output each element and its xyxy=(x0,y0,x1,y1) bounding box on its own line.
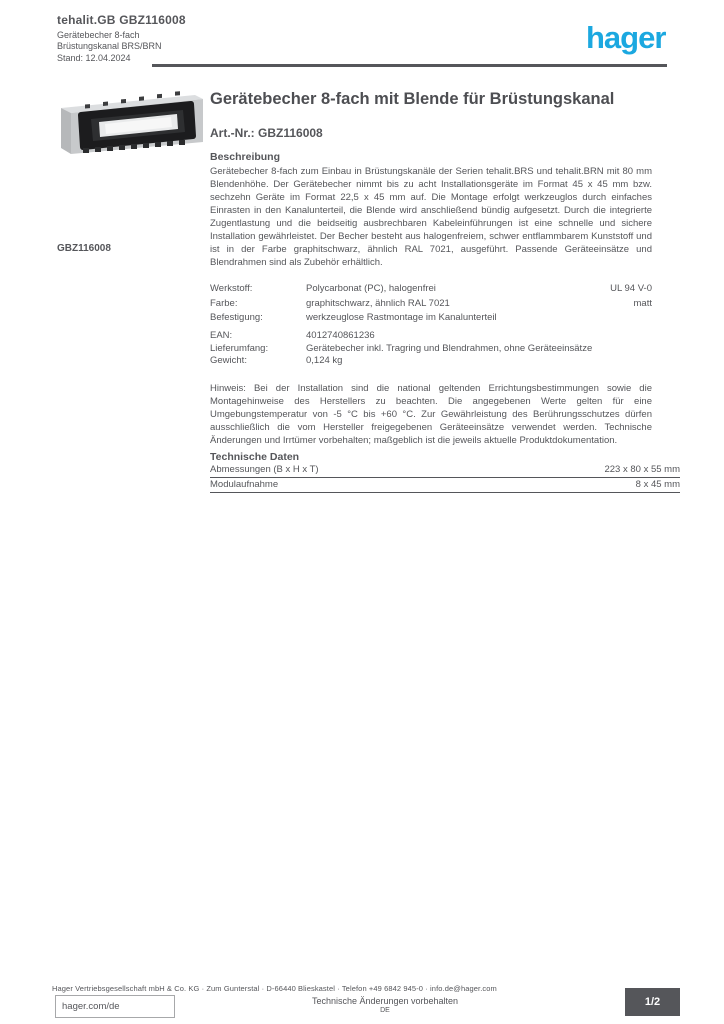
header-product-family: Gerätebecher 8-fach xyxy=(57,30,140,40)
table-row: Lieferumfang: Gerätebecher inkl. Tragrin… xyxy=(210,343,652,355)
tech-value: 223 x 80 x 55 mm xyxy=(604,464,680,475)
product-article-number: Art.-Nr.: GBZ116008 xyxy=(210,126,323,140)
hager-logo: hager xyxy=(586,20,666,55)
image-article-ref: GBZ116008 xyxy=(57,243,111,254)
detail-value: 4012740861236 xyxy=(306,330,375,341)
header-product-range: Brüstungskanal BRS/BRN xyxy=(57,41,162,51)
note-paragraph: Hinweis: Bei der Installation sind die n… xyxy=(210,383,652,446)
page-number-badge: 1/2 xyxy=(625,988,680,1016)
product-title: Gerätebecher 8-fach mit Blende für Brüst… xyxy=(210,90,615,108)
detail-label: Lieferumfang: xyxy=(210,342,269,354)
tech-label: Abmessungen (B x H x T) xyxy=(210,464,319,475)
description-paragraph: Gerätebecher 8-fach zum Einbau in Brüstu… xyxy=(210,166,652,268)
table-row: Befestigung: werkzeuglose Rastmontage im… xyxy=(210,311,652,326)
tech-label: Modulaufnahme xyxy=(210,479,279,490)
tech-heading: Technische Daten xyxy=(210,451,300,463)
attr-value: werkzeuglose Rastmontage im Kanalunterte… xyxy=(306,312,497,323)
detail-value: Gerätebecher inkl. Tragring und Blendrah… xyxy=(306,342,593,354)
attr-label: Farbe: xyxy=(210,297,238,309)
header-rule xyxy=(152,64,667,67)
attribute-table: Werkstoff: Polycarbonat (PC), halogenfre… xyxy=(210,282,652,326)
footer-language: DE xyxy=(380,1007,390,1014)
footer-website-link[interactable]: hager.com/de xyxy=(55,995,175,1018)
header-article-ref: tehalit.GB GBZ116008 xyxy=(57,13,186,27)
table-row: Werkstoff: Polycarbonat (PC), halogenfre… xyxy=(210,282,652,297)
attr-label: Werkstoff: xyxy=(210,283,253,294)
product-photo xyxy=(57,88,205,160)
detail-table: EAN: 4012740861236 Lieferumfang: Geräteb… xyxy=(210,330,652,368)
table-row: Farbe: graphitschwarz, ähnlich RAL 7021 … xyxy=(210,297,652,312)
attr-extra: UL 94 V-0 xyxy=(610,283,652,294)
description-heading: Beschreibung xyxy=(210,151,281,163)
table-row: Modulaufnahme 8 x 45 mm xyxy=(210,478,680,493)
attr-value: graphitschwarz, ähnlich RAL 7021 xyxy=(306,297,450,309)
attr-extra: matt xyxy=(633,297,652,309)
table-row: Gewicht: 0,124 kg xyxy=(210,355,652,367)
attr-label: Befestigung: xyxy=(210,312,263,323)
attr-value: Polycarbonat (PC), halogenfrei xyxy=(306,283,436,294)
detail-label: Gewicht: xyxy=(210,355,247,366)
table-row: EAN: 4012740861236 xyxy=(210,330,652,342)
detail-label: EAN: xyxy=(210,330,233,341)
footer-address: Hager Vertriebsgesellschaft mbH & Co. KG… xyxy=(52,984,497,993)
tech-value: 8 x 45 mm xyxy=(635,479,680,490)
footer-disclaimer: Technische Änderungen vorbehalten xyxy=(311,996,459,1006)
detail-value: 0,124 kg xyxy=(306,355,343,366)
product-photo-drawing xyxy=(61,91,203,154)
header-date: Stand: 12.04.2024 xyxy=(57,53,131,63)
table-row: Abmessungen (B x H x T) 223 x 80 x 55 mm xyxy=(210,463,680,478)
tech-table: Abmessungen (B x H x T) 223 x 80 x 55 mm… xyxy=(210,463,680,493)
